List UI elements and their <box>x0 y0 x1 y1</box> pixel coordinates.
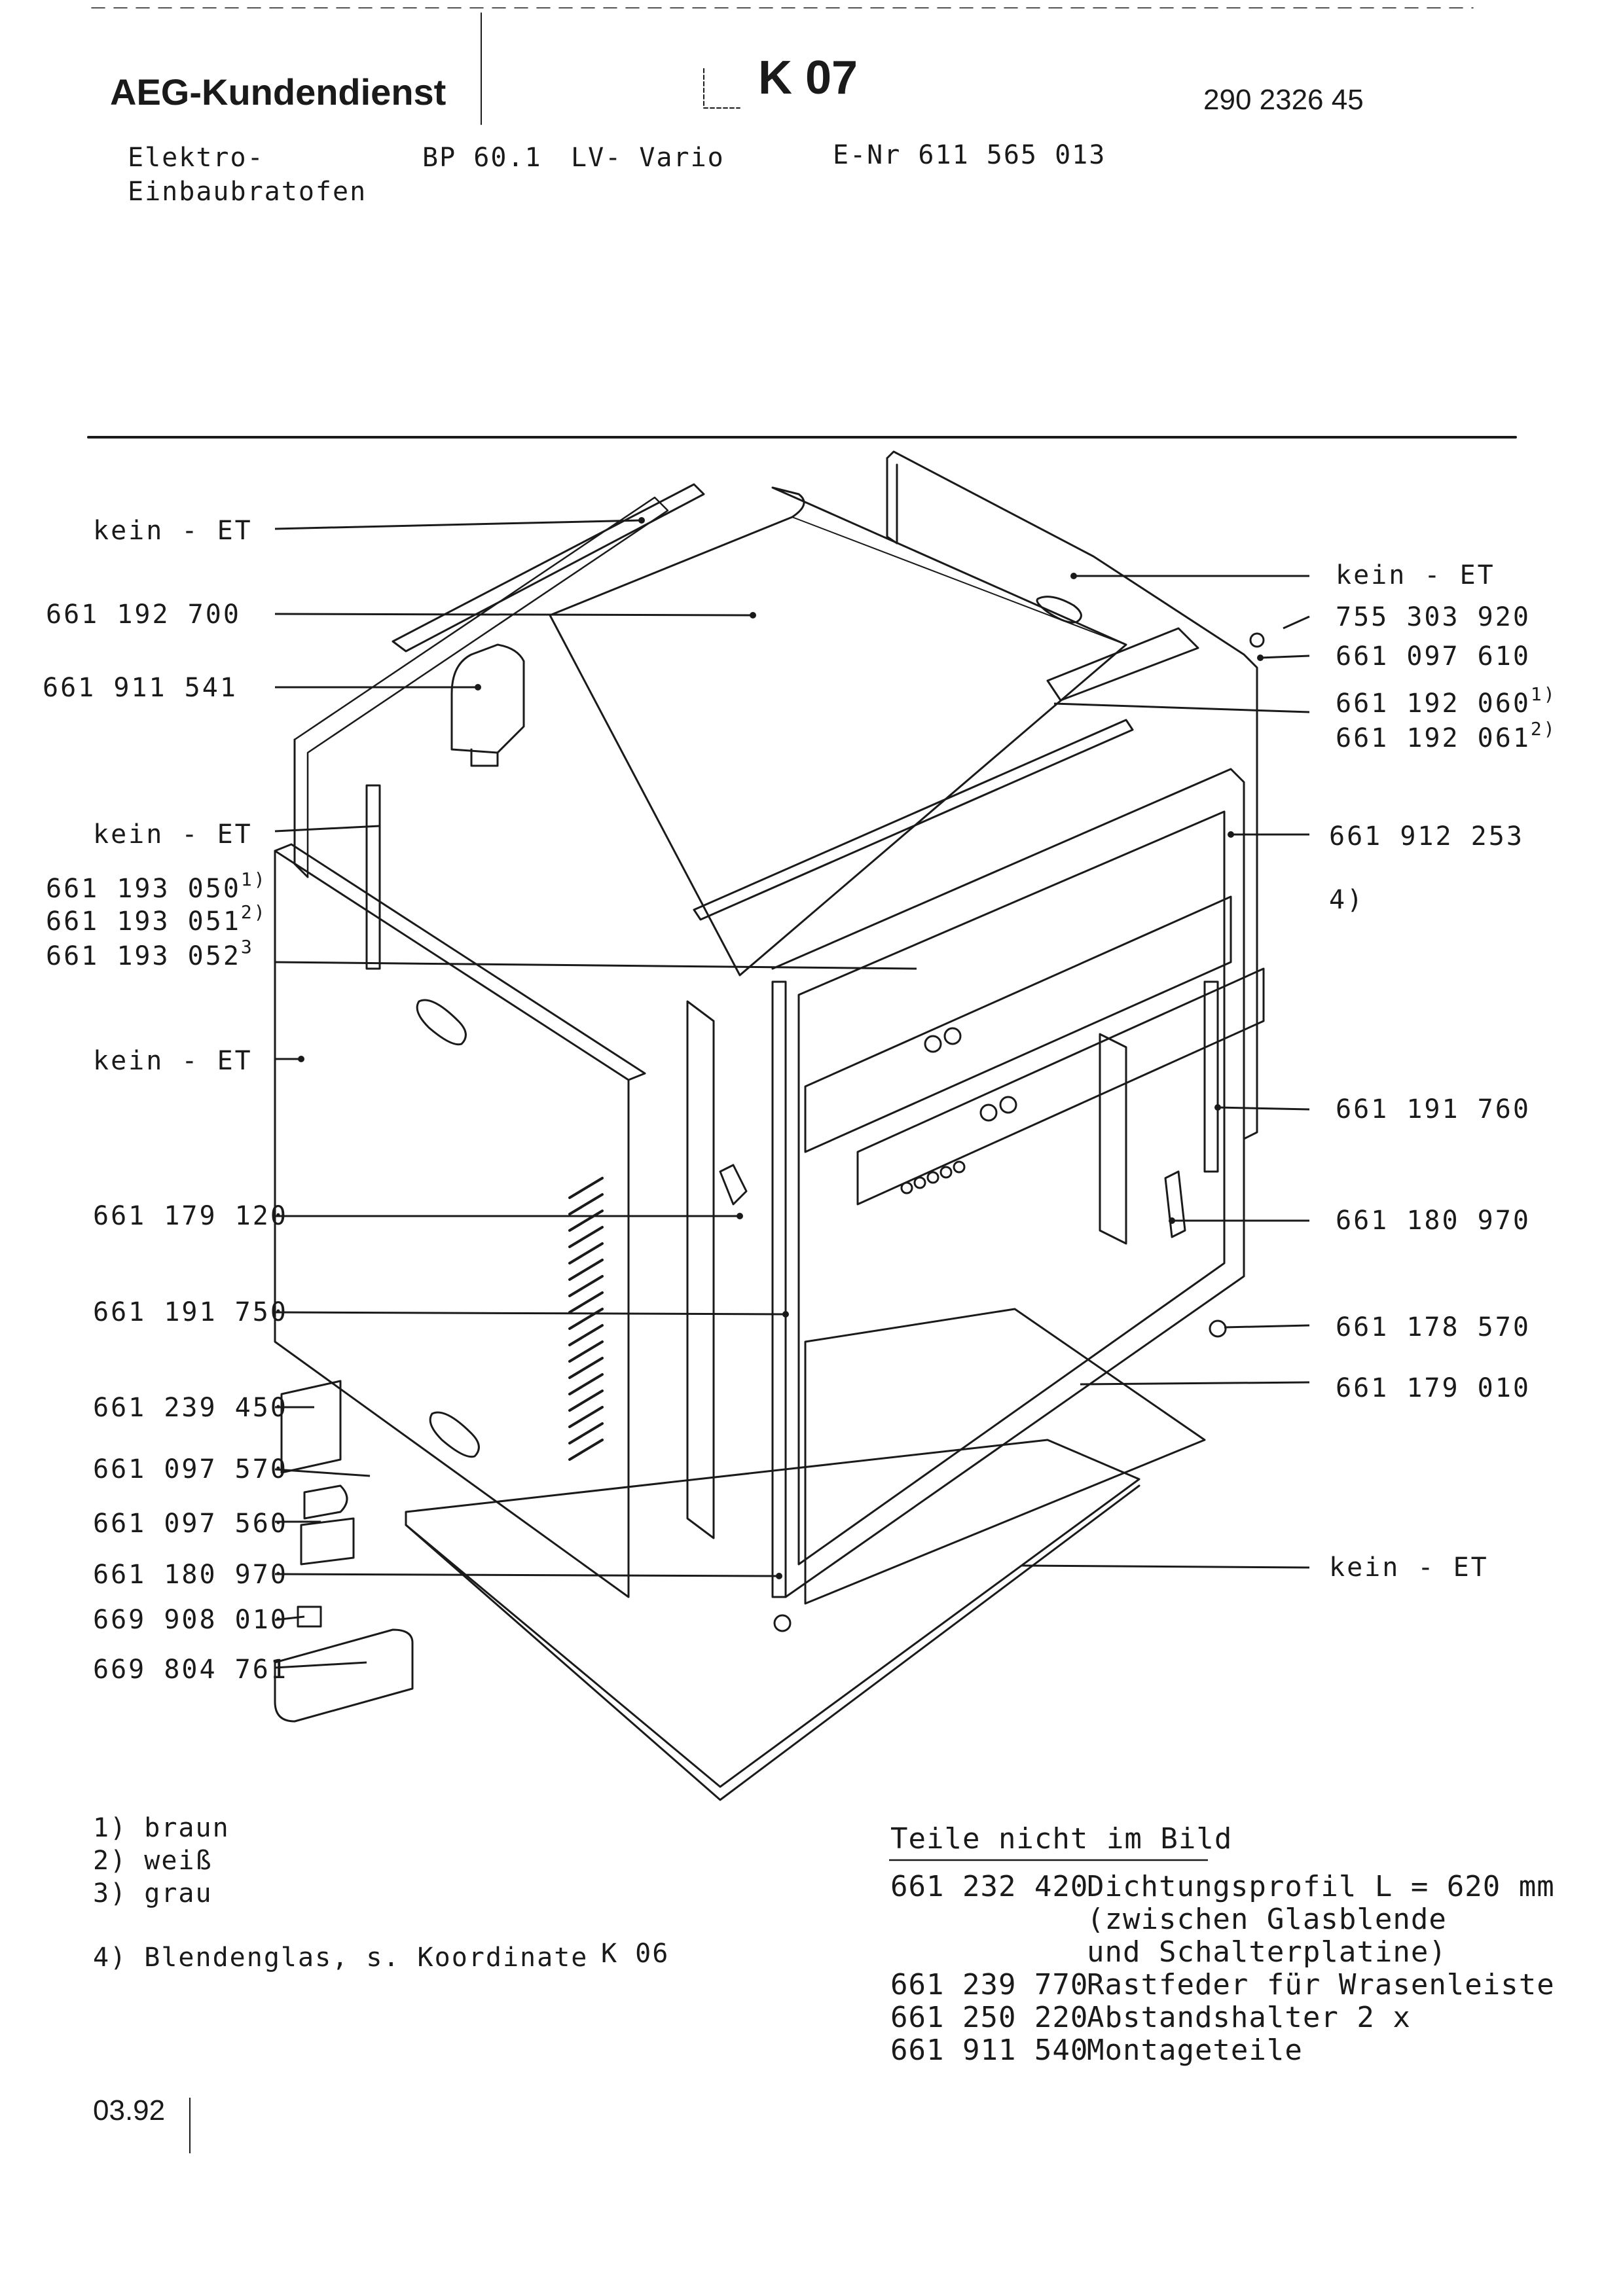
callout-left-669908010: 669 908 010 <box>93 1605 288 1635</box>
callout-right-661179010: 661 179 010 <box>1336 1373 1531 1403</box>
bottom-plate <box>804 1308 1206 1605</box>
callout-left-661179120: 661 179 120 <box>93 1201 288 1231</box>
right-side-wall <box>886 450 1258 1140</box>
e-number: E-Nr 611 565 013 <box>833 140 1106 170</box>
callout-left-661097570: 661 097 570 <box>93 1454 288 1484</box>
footnote-1: 1) braun <box>93 1813 230 1843</box>
callout-left-661239450: 661 239 450 <box>93 1393 288 1423</box>
callout-right-755303920: 755 303 920 <box>1336 602 1531 632</box>
callout-right-661192061: 661 192 0612) <box>1336 718 1557 753</box>
right-rear-frame <box>1203 980 1219 1173</box>
control-panel <box>804 895 1232 1153</box>
left-side-wall <box>293 496 669 878</box>
lamp-holder <box>303 1484 348 1520</box>
front-frame <box>771 768 1245 1598</box>
list-item: 661 232 420Dichtungsprofil L = 620 mm <box>890 1870 1555 1903</box>
vapor-strip <box>693 719 1134 921</box>
callout-left-661911541: 661 911 541 <box>43 673 238 703</box>
page-code: K 07 <box>758 52 858 104</box>
callout-left-661192700: 661 192 700 <box>46 600 241 630</box>
list-item: 661 250 220Abstandshalter 2 x <box>890 2001 1411 2034</box>
callout-right-kein-et-2: kein - ET <box>1329 1552 1489 1583</box>
footnote-3: 3) grau <box>93 1878 213 1909</box>
inner-frame-left <box>365 784 381 970</box>
footnote-4-reference: K 06 <box>601 1939 670 1969</box>
callout-left-661191750: 661 191 750 <box>93 1297 288 1327</box>
footnote-4: 4) Blendenglas, s. Koordinate <box>93 1943 589 1973</box>
list-item: und Schalterplatine) <box>1087 1935 1447 1969</box>
hinge-bracket <box>719 1164 748 1206</box>
callout-left-669804761: 669 804 761 <box>93 1655 288 1685</box>
parts-not-shown-title: Teile nicht im Bild <box>890 1822 1233 1856</box>
list-item: 661 911 540Montageteile <box>890 2034 1303 2067</box>
duct-cover <box>450 643 525 754</box>
list-item: 661 239 770Rastfeder für Wrasenleiste <box>890 1968 1555 2001</box>
terminal-block <box>274 1628 414 1723</box>
model-number: BP 60.1 <box>422 143 542 173</box>
callout-left-kein-et-2: kein - ET <box>93 819 253 850</box>
revision-date: 03.92 <box>93 2094 166 2126</box>
callout-left-661193050: 661 193 0501) <box>46 869 267 904</box>
device-type-line2: Einbaubratofen <box>128 177 367 207</box>
k07-bracket <box>703 68 740 109</box>
model-variant: LV- Vario <box>571 143 725 173</box>
top-cover <box>549 486 1127 977</box>
device-type-line1: Elektro- <box>128 143 264 173</box>
callout-right-661178570: 661 178 570 <box>1336 1312 1531 1342</box>
callout-right-661192060: 661 192 0601) <box>1336 683 1557 719</box>
doc-number: 290 2326 45 <box>1203 84 1364 116</box>
vent-slots <box>568 1177 604 1461</box>
base-plate <box>405 1439 1140 1788</box>
door-catch <box>1164 1170 1186 1238</box>
callout-right-661180970: 661 180 970 <box>1336 1206 1531 1236</box>
sealing-frame <box>280 1380 342 1474</box>
callout-left-kein-et-3: kein - ET <box>93 1046 253 1076</box>
left-side-panel <box>274 850 630 1598</box>
footnote-2: 2) weiß <box>93 1846 213 1876</box>
callout-right-kein-et-1: kein - ET <box>1336 560 1495 590</box>
callout-right-661097610: 661 097 610 <box>1336 641 1531 672</box>
switch-plate <box>856 967 1265 1206</box>
callout-left-kein-et-1: kein - ET <box>93 516 253 546</box>
brand-title: AEG-Kundendienst <box>110 71 447 113</box>
callout-left-661193052: 661 193 0523 <box>46 936 254 971</box>
callout-left-661180970: 661 180 970 <box>93 1560 288 1590</box>
callout-right-661912253: 661 912 253 <box>1329 821 1524 852</box>
callout-left-661193051: 661 193 0512) <box>46 901 267 937</box>
callout-right-note-4: 4) <box>1329 885 1365 915</box>
callout-right-661191760: 661 191 760 <box>1336 1094 1531 1124</box>
parts-not-shown-list: 661 232 420Dichtungsprofil L = 620 mm (z… <box>890 1871 1555 2067</box>
inner-frame-post <box>686 1000 715 1539</box>
callout-left-661097560: 661 097 560 <box>93 1509 288 1539</box>
top-rail-strip <box>392 483 705 653</box>
list-item: (zwischen Glasblende <box>1087 1903 1447 1936</box>
